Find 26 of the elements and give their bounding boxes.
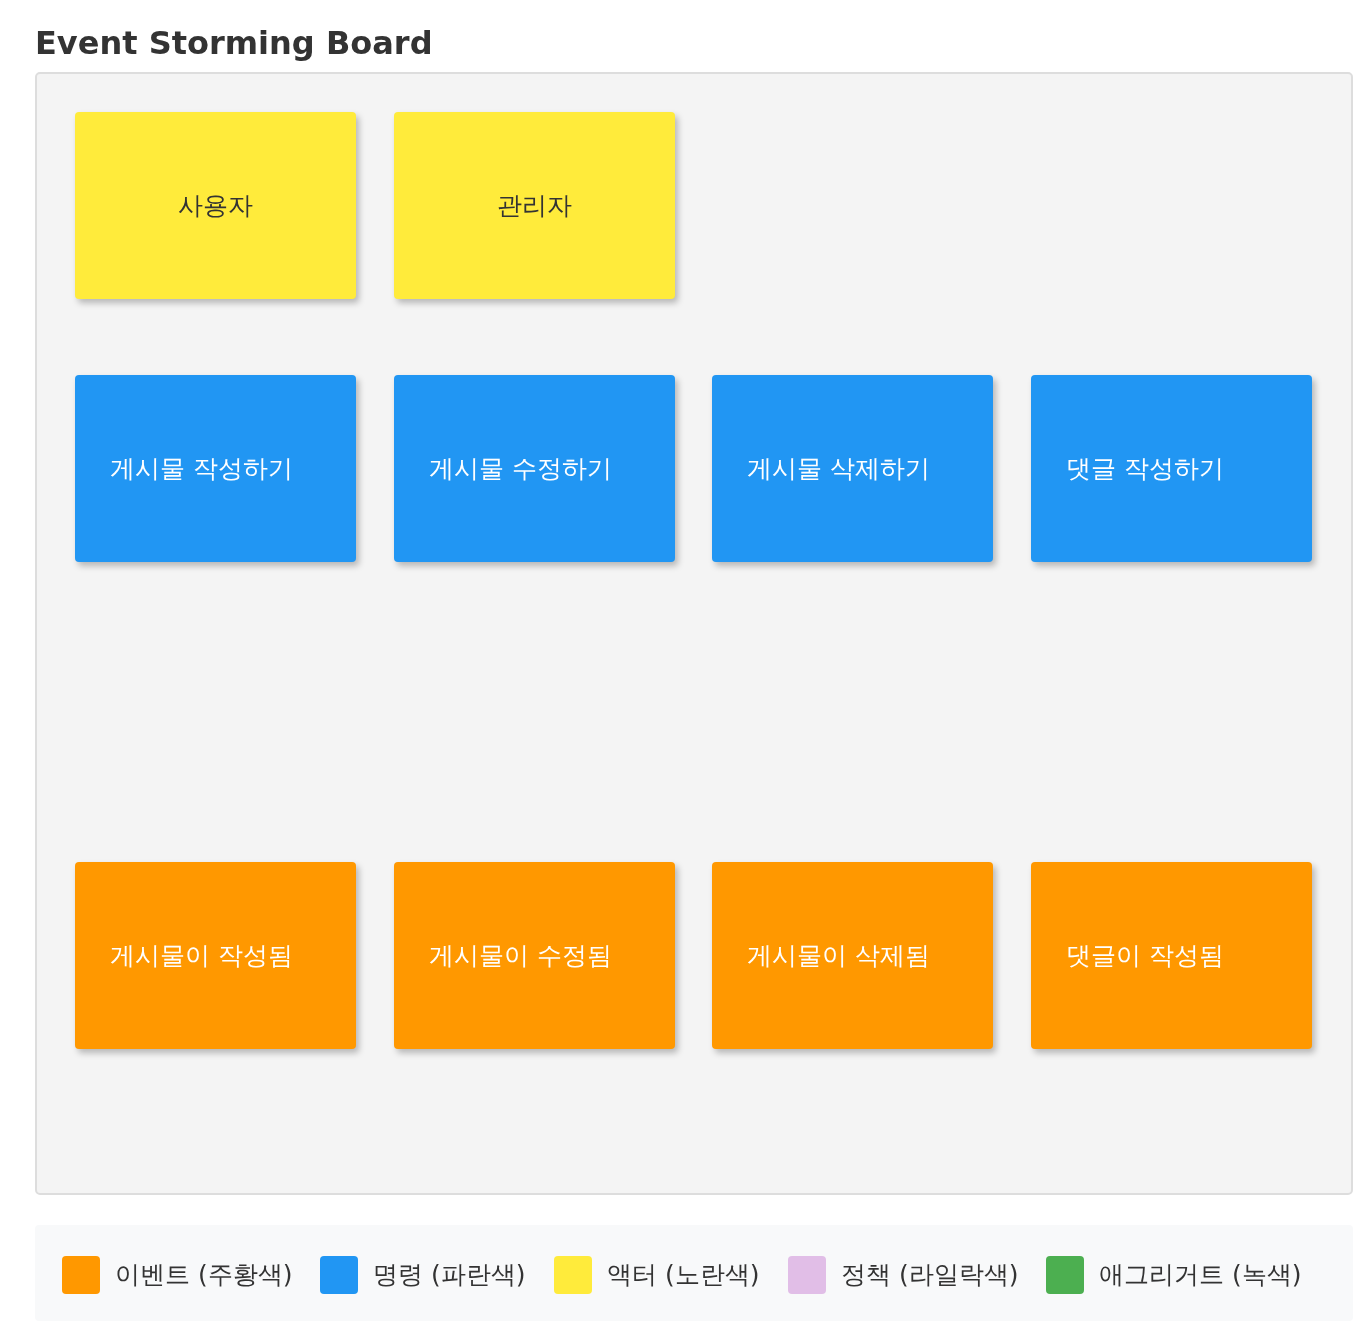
event-sticky-note: [394, 862, 675, 1049]
note-label: 게시물이 작성됨: [110, 940, 293, 972]
note-label: 게시물 작성하기: [110, 453, 293, 485]
board-title: Event Storming Board: [35, 24, 433, 62]
note-label: 관리자: [497, 190, 572, 222]
legend-label: 이벤트 (주황색): [115, 1259, 293, 1291]
command-sticky-note: [75, 375, 356, 562]
note-label: 게시물이 삭제됨: [747, 940, 930, 972]
legend-label: 정책 (라일락색): [841, 1259, 1019, 1291]
actor-sticky-note: [394, 112, 675, 299]
legend-label: 명령 (파란색): [373, 1259, 526, 1291]
event-sticky-note: [75, 862, 356, 1049]
note-label: 게시물 수정하기: [429, 453, 612, 485]
command-sticky-note: [712, 375, 993, 562]
command-sticky-note: [394, 375, 675, 562]
event-sticky-note: [1031, 862, 1312, 1049]
event-sticky-note: [712, 862, 993, 1049]
note-label: 게시물이 수정됨: [429, 940, 612, 972]
command-sticky-note: [1031, 375, 1312, 562]
legend-label: 액터 (노란색): [607, 1259, 760, 1291]
note-label: 댓글 작성하기: [1066, 453, 1224, 485]
legend-label: 애그리거트 (녹색): [1099, 1259, 1302, 1291]
note-label: 게시물 삭제하기: [747, 453, 930, 485]
note-label: 댓글이 작성됨: [1066, 940, 1224, 972]
actor-sticky-note: [75, 112, 356, 299]
note-label: 사용자: [178, 190, 253, 222]
